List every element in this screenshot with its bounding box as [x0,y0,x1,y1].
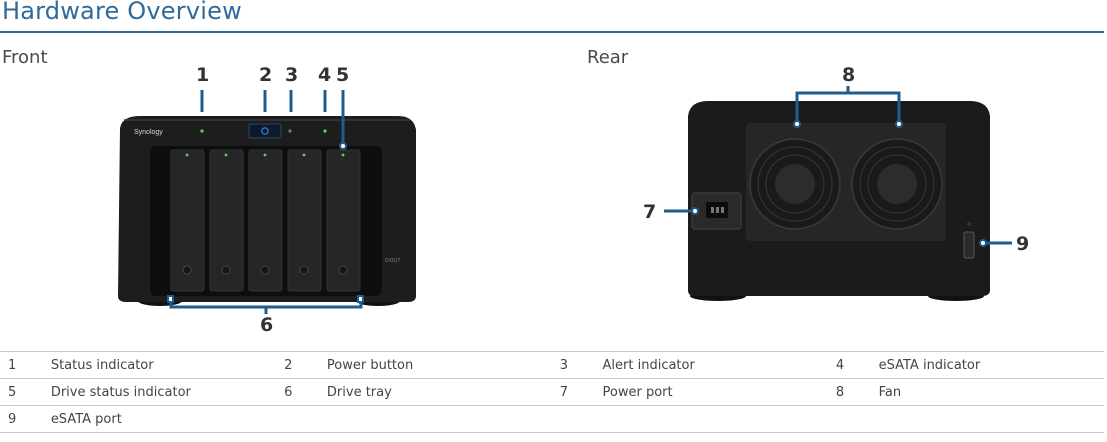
legend-label: Drive tray [326,378,552,406]
legend-label [602,405,828,433]
legend-number: 8 [827,378,879,406]
callout-1: 1 [196,64,210,86]
legend-number: 9 [0,405,51,433]
alert-led [288,129,292,133]
legend-label [878,405,1104,433]
legend-label: Fan [878,378,1104,406]
legend-number [827,405,879,433]
legend-number: 6 [276,378,327,406]
callout-7: 7 [643,201,657,223]
brand-label: Synology [134,129,163,136]
rear-device-image [688,101,990,301]
fan-right [851,138,943,230]
legend-label [326,405,552,433]
legend-label: Drive status indicator [50,378,277,406]
table-row: 5 Drive status indicator 6 Drive tray 7 … [0,378,1104,406]
legend-label: Alert indicator [602,351,828,379]
table-row: 1 Status indicator 2 Power button 3 Aler… [0,351,1104,379]
legend-number: 4 [827,351,879,379]
legend-label: eSATA port [50,405,277,433]
legend-number [551,405,603,433]
table-row: 9 eSATA port [0,405,1104,433]
status-led [200,129,204,133]
callout-3: 3 [285,64,299,86]
rear-heading: Rear [587,47,629,68]
callout-8: 8 [842,64,856,86]
page-title: Hardware Overview [2,0,242,25]
hardware-figure: Synology DX517 [118,86,1012,314]
power-button [261,127,269,135]
callout-2: 2 [259,64,273,86]
legend-number: 3 [551,351,603,379]
legend-label: Power port [602,378,828,406]
front-device-image: Synology DX517 [118,116,416,306]
legend-label: Status indicator [50,351,277,379]
legend-number [276,405,327,433]
model-label: DX517 [385,258,401,264]
legend-number: 2 [276,351,327,379]
rear-leader-lines [664,86,1012,245]
callout-4: 4 [318,64,332,86]
front-heading: Front [2,47,48,68]
callout-9: 9 [1016,233,1030,255]
legend-label: Power button [326,351,552,379]
legend-number: 7 [551,378,603,406]
legend-label: eSATA indicator [878,351,1104,379]
drive-trays [170,149,361,292]
component-legend-table: 1 Status indicator 2 Power button 3 Aler… [0,351,1104,433]
legend-number: 1 [0,351,51,379]
legend-number: 5 [0,378,51,406]
title-rule [0,31,1104,33]
fan-left [749,138,841,230]
callout-6: 6 [260,314,274,336]
esata-led [323,129,327,133]
front-leader-lines [169,90,363,314]
callout-5: 5 [336,64,350,86]
esata-port [963,231,975,259]
